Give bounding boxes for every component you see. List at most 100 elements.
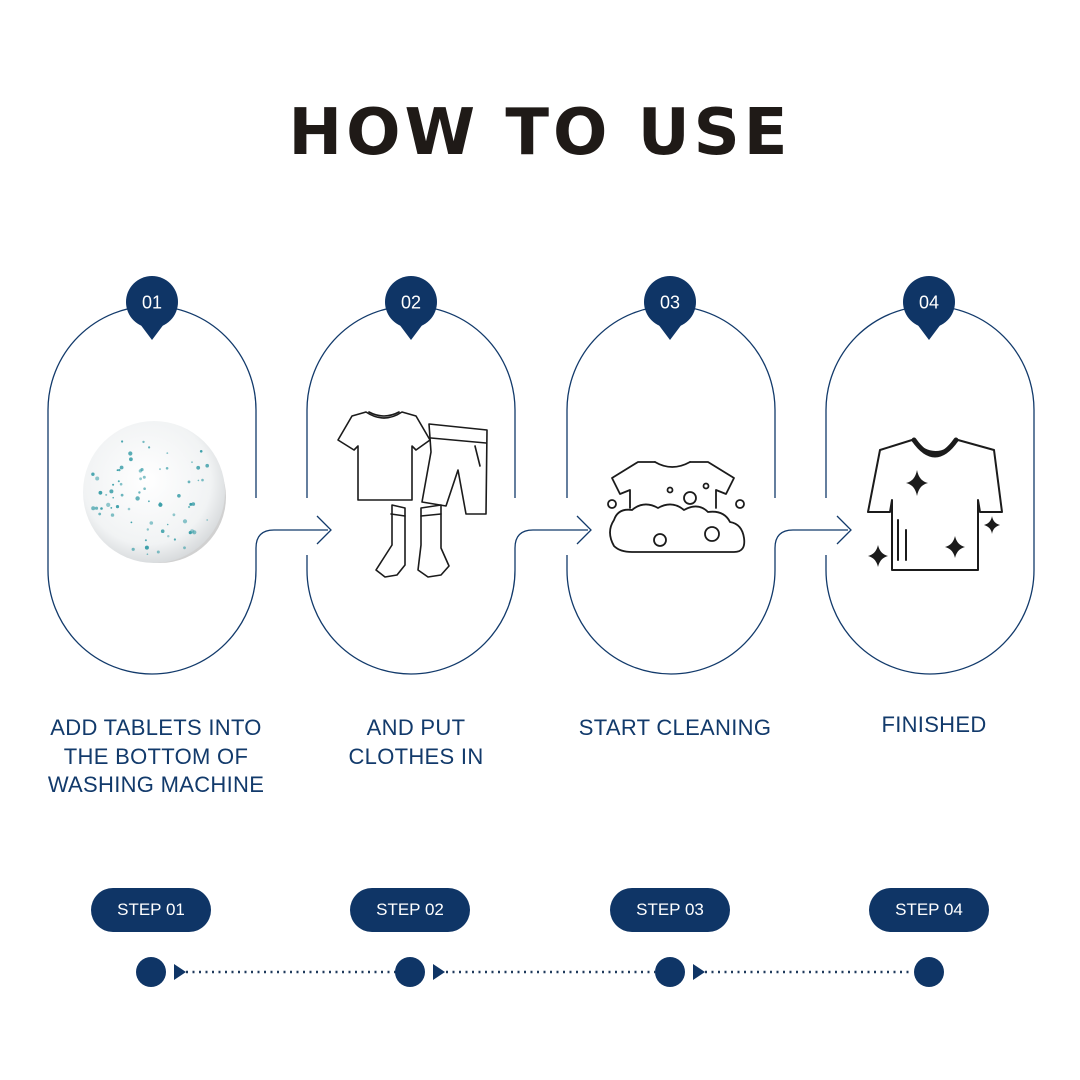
tablet-speckle (112, 483, 115, 486)
tablet-speckle (187, 480, 191, 484)
step-2-label: STEP 02 (350, 888, 470, 932)
arrow-head-2 (576, 515, 592, 545)
step-2-frame (306, 305, 516, 675)
tablet-speckle (197, 479, 200, 482)
tablet-speckle (127, 507, 131, 511)
tablet-speckle (112, 496, 114, 499)
step-4-label: STEP 04 (869, 888, 989, 932)
tablet-speckle (100, 507, 103, 510)
progress-arrow-1 (174, 964, 186, 980)
page-title: HOW TO USE (288, 96, 792, 170)
tablet-speckle (183, 546, 186, 550)
tablet-speckle (135, 496, 140, 501)
tablet-speckle (199, 450, 203, 453)
step-2-description: AND PUT CLOTHES IN (348, 715, 484, 769)
tablet-speckle (129, 457, 133, 462)
tablet-speckle (110, 513, 115, 517)
arrow-head-3 (836, 515, 852, 545)
tablet-speckle (144, 545, 149, 550)
step-2-marker (385, 276, 437, 340)
step-3-marker (644, 276, 696, 340)
tablet-speckle (159, 468, 161, 471)
tablet-speckle (156, 550, 160, 554)
tablet-speckle (91, 472, 95, 476)
tablet-speckle (165, 467, 169, 470)
step-1-frame (47, 305, 257, 675)
tablet-speckle (142, 475, 146, 479)
tablet-speckle (116, 469, 119, 472)
progress-dot-4 (914, 957, 944, 987)
step-4-frame (825, 305, 1035, 675)
tablet-speckle (118, 468, 121, 472)
tablet-speckle (196, 465, 201, 470)
progress-dot-3 (655, 957, 685, 987)
tablet-speckle (119, 465, 124, 470)
tablet-speckle (160, 529, 165, 533)
tablet-speckle (139, 477, 143, 481)
connector-2-3 (514, 529, 588, 555)
tablet-speckle (144, 539, 147, 542)
step-1-number: 01 (142, 293, 162, 313)
tablet-speckle (149, 521, 154, 525)
tablet-speckle (94, 506, 99, 510)
tablet-speckle (128, 451, 133, 456)
tablet-speckle (191, 502, 196, 506)
tablet-speckle (159, 501, 162, 504)
tablet-speckle (201, 478, 204, 482)
tablet-speckle (148, 446, 151, 449)
tablet-speckle (98, 490, 103, 495)
step-3-label: STEP 03 (610, 888, 730, 932)
tablet-speckle (142, 440, 145, 444)
step-4-description: FINISHED (881, 712, 987, 737)
tablet-speckle (117, 480, 120, 483)
tablet-speckle (167, 535, 170, 538)
step-3-frame (566, 305, 776, 675)
tablet-speckle (143, 487, 146, 491)
tablet-speckle (146, 553, 149, 555)
tablet-speckle (166, 452, 169, 454)
step-4-marker (903, 276, 955, 340)
tablet-speckle (177, 494, 181, 498)
progress-arrow-3 (693, 964, 705, 980)
tablet-speckle (166, 523, 169, 526)
tablet-speckle (95, 476, 100, 481)
tablet-speckle (191, 461, 193, 464)
tablet-speckle (130, 521, 133, 524)
clean-tshirt-icon (867, 437, 1003, 571)
connector-1-2 (255, 529, 328, 555)
progress-dot-2 (395, 957, 425, 987)
washing-bubbles-icon (607, 461, 746, 553)
progress-arrow-2 (433, 964, 445, 980)
step-1-description: ADD TABLETS INTO THE BOTTOM OF WASHING M… (47, 715, 265, 797)
tablet-speckle (105, 493, 108, 496)
step-3-number: 03 (660, 293, 680, 313)
tablet-speckle (109, 489, 114, 494)
tablet-speckle (98, 512, 102, 516)
tablet-speckle (115, 505, 120, 509)
tablet-speckle (188, 505, 191, 509)
tablet-speckle (172, 513, 176, 517)
sparkle-icons (868, 470, 1000, 567)
tablet-speckle (205, 463, 209, 468)
tablet-speckle (138, 491, 141, 494)
tablet-speckle (158, 502, 163, 507)
clothes-icon (337, 411, 488, 578)
tablet-speckle (91, 506, 96, 511)
step-1-marker (126, 276, 178, 340)
tablet-speckle (146, 528, 149, 531)
tablet-speckle (188, 531, 192, 535)
tablet-speckle (131, 547, 135, 551)
progress-dot-1 (136, 957, 166, 987)
step-1-label: STEP 01 (91, 888, 211, 932)
tablet-speckle (189, 502, 193, 506)
tablet-speckle (121, 440, 124, 443)
tablet-speckle (110, 507, 113, 509)
tablet-speckle (138, 469, 143, 473)
tablet-speckle (182, 519, 188, 524)
arrow-head-1 (316, 515, 332, 545)
tablet-speckle (120, 493, 124, 497)
step-4-number: 04 (919, 293, 939, 313)
step-3-description: START CLEANING (578, 715, 772, 740)
connector-3-4 (774, 529, 848, 555)
